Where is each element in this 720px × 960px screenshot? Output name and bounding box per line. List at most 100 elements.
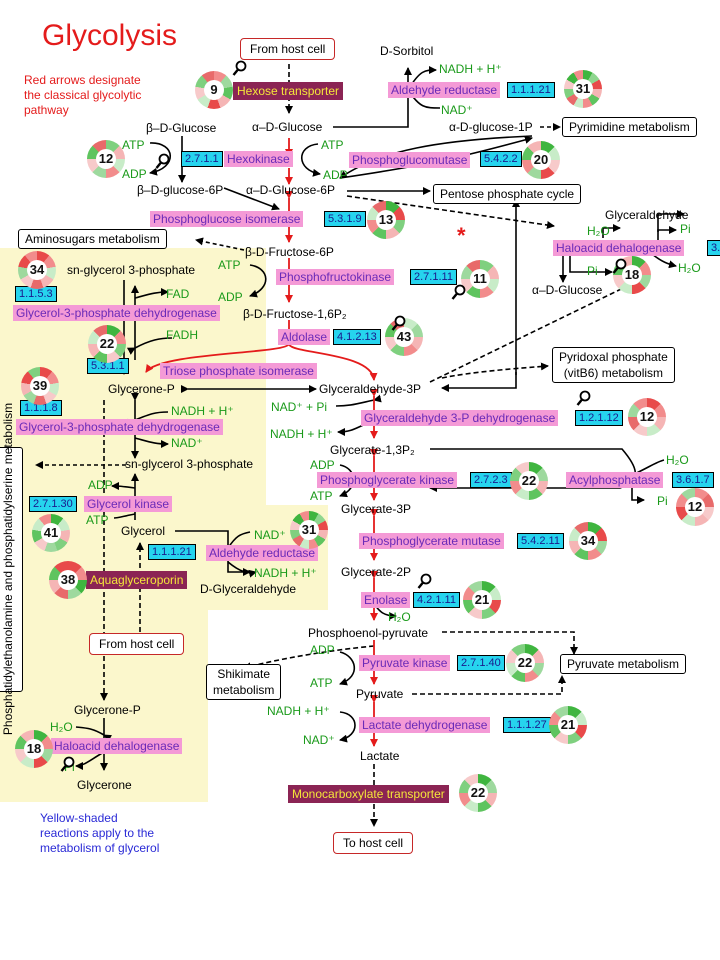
ec-phosphoglucose-isomerase[interactable]: 5.3.1.9 (324, 211, 366, 227)
enzyme-hexokinase[interactable]: Hexokinase (224, 151, 293, 167)
wheel-count: 22 (515, 653, 535, 673)
metabolite-d-sorbitol: D-Sorbitol (380, 44, 434, 58)
magnifier-icon[interactable] (60, 756, 76, 774)
magnifier-icon[interactable] (612, 258, 628, 276)
aminosugars-metabolism-box[interactable]: Aminosugars metabolism (18, 229, 167, 249)
enzyme-hexose-transporter[interactable]: Hexose transporter (233, 82, 344, 100)
expression-wheel-icon[interactable]: 18 (15, 730, 53, 768)
wheel-count: 22 (468, 783, 488, 803)
expression-wheel-icon[interactable]: 12 (676, 488, 714, 526)
ec-hexokinase[interactable]: 2.7.1.1 (181, 151, 223, 167)
wheel-count: 12 (685, 497, 705, 517)
to-host-cell-box[interactable]: To host cell (333, 832, 414, 854)
expression-wheel-icon[interactable]: 12 (87, 140, 125, 178)
expression-wheel-icon[interactable]: 43 (385, 318, 423, 356)
expression-wheel-icon[interactable]: 31 (290, 511, 328, 549)
expression-wheel-icon[interactable]: 11 (461, 260, 499, 298)
pyridoxal-metabolism-box[interactable]: Pyridoxal phosphate(vitB6) metabolism (552, 347, 675, 383)
enzyme-lactate-dehydrogenase[interactable]: Lactate dehydrogenase (359, 717, 491, 733)
expression-wheel-icon[interactable]: 39 (21, 367, 59, 405)
enzyme-aldehyde-reductase-1[interactable]: Aldehyde reductase (388, 82, 501, 98)
expression-wheel-icon[interactable]: 38 (49, 561, 87, 599)
magnifier-icon[interactable] (417, 573, 433, 591)
enzyme-acylphosphatase[interactable]: Acylphosphatase (566, 472, 664, 488)
expression-wheel-icon[interactable]: 13 (367, 201, 405, 239)
metabolite-glycerone-p-2: Glycerone-P (74, 703, 141, 717)
expression-wheel-icon[interactable]: 31 (564, 70, 602, 108)
ec-phosphoglycerate-kinase[interactable]: 2.7.2.3 (470, 472, 512, 488)
metabolite-sn-glycerol-3p-2: sn-glycerol 3-phosphate (125, 457, 254, 471)
enzyme-triose-phosphate-isomerase[interactable]: Triose phosphate isomerase (160, 363, 317, 379)
enzyme-phosphoglycerate-kinase[interactable]: Phosphoglycerate kinase (317, 472, 458, 488)
ec-pyruvate-kinase[interactable]: 2.7.1.40 (457, 655, 505, 671)
expression-wheel-icon[interactable]: 21 (549, 706, 587, 744)
ec-acylphosphatase[interactable]: 3.6.1.7 (672, 472, 714, 488)
cofactor-atp-1: ATP (122, 138, 145, 152)
expression-wheel-icon[interactable]: 20 (522, 141, 560, 179)
expression-wheel-icon[interactable]: 12 (628, 398, 666, 436)
cofactor-nad-8: NAD⁺ (303, 733, 335, 747)
from-host-cell-box-top[interactable]: From host cell (240, 38, 336, 60)
from-host-cell-box-left[interactable]: From host cell (89, 633, 185, 655)
magnifier-icon[interactable] (451, 284, 467, 302)
enzyme-pyruvate-kinase[interactable]: Pyruvate kinase (359, 655, 451, 671)
ec-enolase[interactable]: 4.2.1.11 (413, 592, 460, 608)
cofactor-h2o-4: H₂O (388, 610, 411, 624)
metabolite-d-glyceraldehyde: D-Glyceraldehyde (200, 582, 297, 596)
enzyme-aldolase[interactable]: Aldolase (278, 329, 331, 345)
enzyme-g3p-dehydrogenase-1[interactable]: Glycerol-3-phosphate dehydrogenase (13, 305, 220, 321)
cofactor-nadh-8: NADH + H⁺ (267, 704, 330, 718)
pentose-phosphate-box[interactable]: Pentose phosphate cycle (433, 184, 582, 204)
enzyme-gap-dehydrogenase[interactable]: Glyceraldehyde 3-P dehydrogenase (361, 410, 559, 426)
expression-wheel-icon[interactable]: 34 (18, 251, 56, 289)
expression-wheel-icon[interactable]: 22 (506, 644, 544, 682)
ec-aldolase[interactable]: 4.1.2.13 (333, 329, 381, 345)
cofactor-fadh: FADH (166, 328, 199, 342)
enzyme-aldehyde-reductase-2[interactable]: Aldehyde reductase (206, 545, 319, 561)
enzyme-haloacid-dehalogenase-2[interactable]: Haloacid dehalogenase (51, 738, 183, 754)
ec-phosphofructokinase[interactable]: 2.7.1.11 (410, 269, 457, 285)
cofactor-adp-1: ADP (122, 167, 147, 181)
wheel-count: 12 (96, 149, 116, 169)
expression-wheel-icon[interactable]: 22 (459, 774, 497, 812)
enzyme-aquaglyceroporin[interactable]: Aquaglyceroporin (86, 571, 188, 589)
ec-haloacid-dehalogenase-1[interactable]: 3.8.1.2 (707, 240, 720, 256)
enzyme-glycerol-kinase[interactable]: Glycerol kinase (84, 496, 173, 512)
ec-glycerol-kinase[interactable]: 2.7.1.30 (29, 496, 77, 512)
expression-wheel-icon[interactable]: 34 (569, 522, 607, 560)
enzyme-g3p-dehydrogenase-2[interactable]: Glycerol-3-phosphate dehydrogenase (16, 419, 223, 435)
expression-wheel-icon[interactable]: 9 (195, 71, 233, 109)
expression-wheel-icon[interactable]: 22 (510, 462, 548, 500)
enzyme-haloacid-dehalogenase-1[interactable]: Haloacid dehalogenase (553, 240, 685, 256)
ec-lactate-dehydrogenase[interactable]: 1.1.1.27 (503, 717, 551, 733)
expression-wheel-icon[interactable]: 22 (88, 325, 126, 363)
enzyme-phosphoglucomutase[interactable]: Phosphoglucomutase (349, 152, 471, 168)
metabolite-alpha-glucose-6p: α–D-Glucose-6P (246, 183, 335, 197)
cofactor-atp-3: ATP (218, 258, 241, 272)
expression-wheel-icon[interactable]: 21 (463, 581, 501, 619)
metabolite-alpha-glucose: α–D-Glucose (252, 120, 323, 134)
wheel-count: 20 (531, 150, 551, 170)
enzyme-phosphofructokinase[interactable]: Phosphofructokinase (276, 269, 395, 285)
ec-phosphoglycerate-mutase[interactable]: 5.4.2.11 (517, 533, 564, 549)
magnifier-icon[interactable] (576, 390, 592, 408)
pyruvate-metabolism-box[interactable]: Pyruvate metabolism (560, 654, 687, 674)
expression-wheel-icon[interactable]: 41 (32, 514, 70, 552)
enzyme-enolase[interactable]: Enolase (361, 592, 411, 608)
ec-gap-dehydrogenase[interactable]: 1.2.1.12 (575, 410, 623, 426)
magnifier-icon[interactable] (391, 315, 407, 333)
enzyme-phosphoglycerate-mutase[interactable]: Phosphoglycerate mutase (359, 533, 504, 549)
metabolite-beta-glucose-6p: β–D-glucose-6P (137, 183, 224, 197)
enzyme-monocarboxylate-transporter[interactable]: Monocarboxylate transporter (288, 785, 449, 803)
enzyme-phosphoglucose-isomerase[interactable]: Phosphoglucose isomerase (150, 211, 304, 227)
cofactor-pi-1: Pi (680, 222, 691, 236)
ec-aldehyde-reductase-2[interactable]: 1.1.1.21 (148, 544, 196, 560)
phospholipid-metabolism-box[interactable]: Phosphatidylethanolamine and phosphatidy… (0, 403, 23, 735)
ec-phosphoglucomutase[interactable]: 5.4.2.2 (480, 151, 522, 167)
magnifier-icon[interactable] (155, 153, 171, 171)
wheel-count: 13 (376, 210, 396, 230)
magnifier-icon[interactable] (232, 60, 248, 78)
ec-aldehyde-reductase-1[interactable]: 1.1.1.21 (507, 82, 555, 98)
pyrimidine-metabolism-box[interactable]: Pyrimidine metabolism (562, 117, 697, 137)
